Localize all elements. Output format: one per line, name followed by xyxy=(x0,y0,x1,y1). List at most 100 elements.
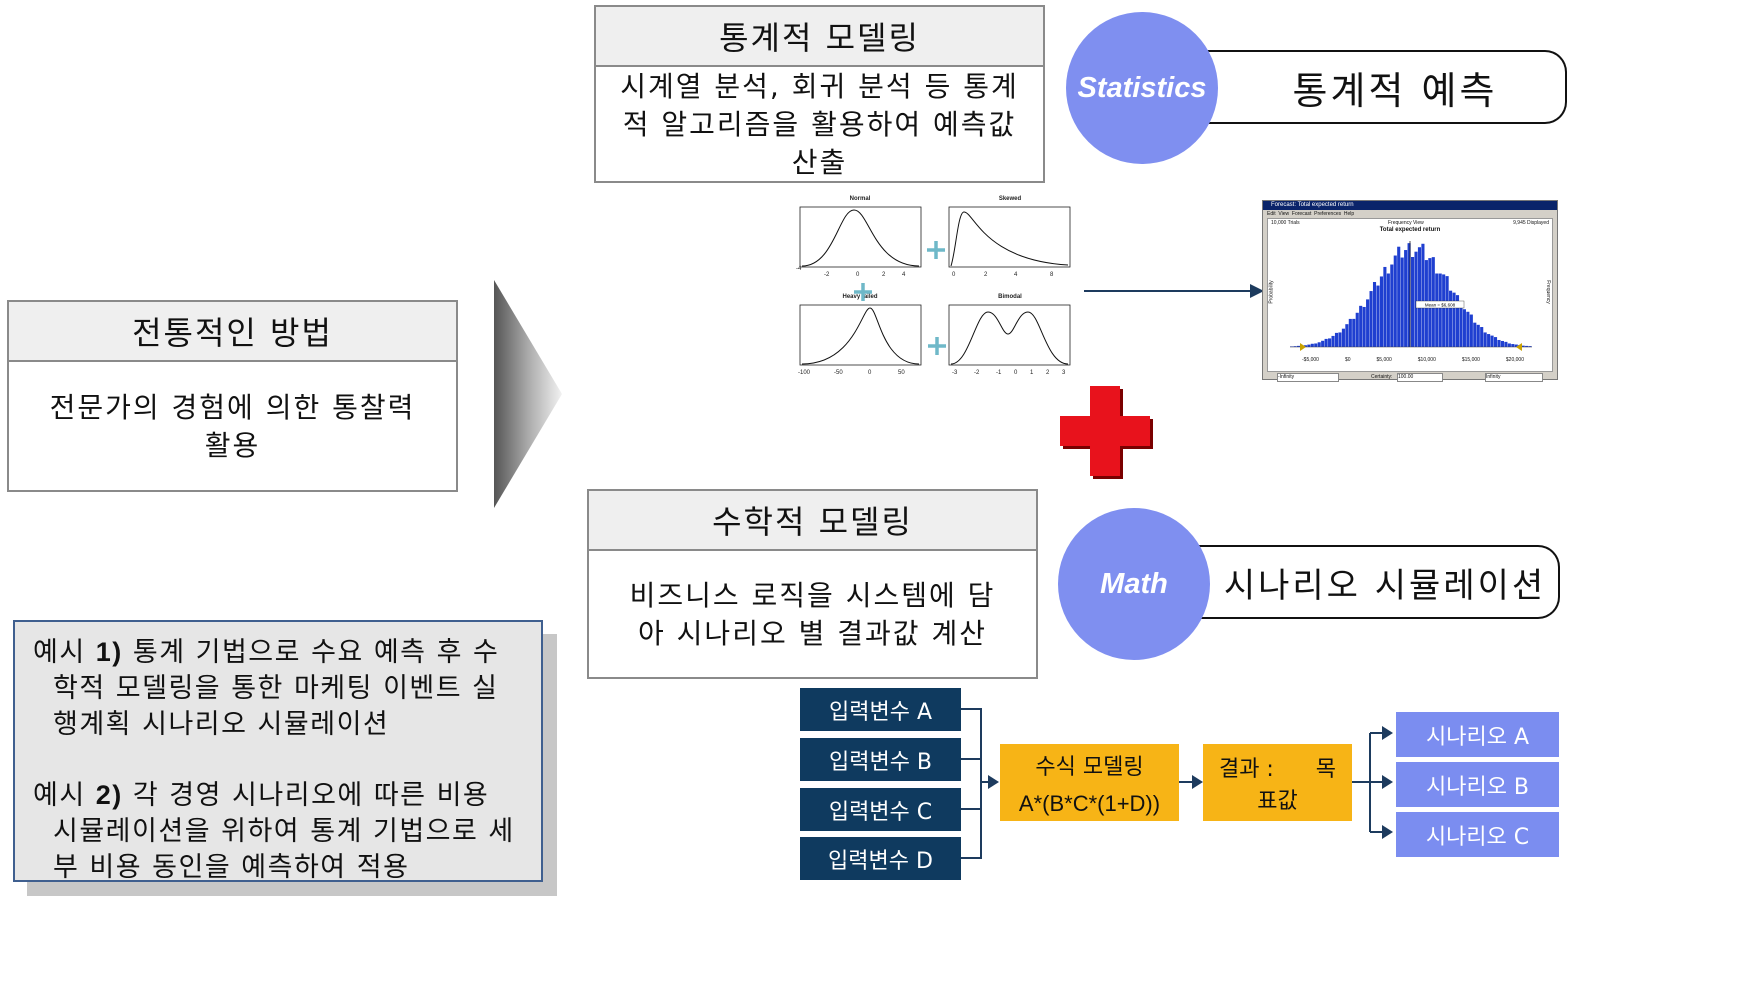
histogram-bar xyxy=(1355,312,1359,347)
forecast-certainty-field[interactable]: 100.00 xyxy=(1397,373,1443,382)
histogram-bar xyxy=(1500,340,1504,347)
histogram-bar xyxy=(1504,341,1508,347)
histogram-bar xyxy=(1514,344,1518,347)
histogram-bar xyxy=(1379,276,1383,347)
red-plus-icon xyxy=(1060,386,1153,479)
histogram-bar xyxy=(1307,344,1311,347)
statistical-forecast-label: 통계적 예측 xyxy=(1195,50,1567,124)
svg-text:-100: -100 xyxy=(798,370,811,376)
forecast-upper-field[interactable]: Infinity xyxy=(1485,373,1543,382)
histogram-bar xyxy=(1404,250,1408,347)
math-modeling-body: 비즈니스 로직을 시스템에 담아 시나리오 별 결과값 계산 xyxy=(629,579,996,650)
histogram-bar xyxy=(1438,273,1442,347)
histogram-bar xyxy=(1414,251,1418,347)
forecast-window-menu: Edit View Forecast Preferences Help xyxy=(1267,211,1355,217)
svg-text:0: 0 xyxy=(1014,370,1018,376)
forecast-x-ticks: -$5,000 $0 $5,000 $10,000 $15,000 $20,00… xyxy=(1302,357,1524,363)
svg-text:2: 2 xyxy=(1046,370,1050,376)
forecast-displayed: 9,945 Displayed xyxy=(1513,220,1549,226)
histogram-bar xyxy=(1397,246,1401,347)
input-variable-a: 입력변수 A xyxy=(800,688,961,731)
input-variable-b: 입력변수 B xyxy=(800,738,961,781)
histogram-bar xyxy=(1490,335,1494,347)
forecast-view: Frequency View xyxy=(1388,220,1424,226)
histogram-bar xyxy=(1445,276,1449,347)
histogram-bar xyxy=(1366,299,1370,347)
histogram-bar xyxy=(1417,247,1422,347)
statistical-modeling-body: 시계열 분석, 회귀 분석 등 통계적 알고리즘을 활용하여 예측값 산출 xyxy=(620,70,1019,179)
histogram-bar xyxy=(1314,343,1318,347)
histogram-bar xyxy=(1348,318,1352,347)
histogram-bar xyxy=(1469,314,1473,347)
histogram-bar xyxy=(1341,328,1345,347)
transition-arrow xyxy=(494,280,562,508)
histogram-bar xyxy=(1449,290,1453,347)
example-2: 예시 2) 각 경영 시나리오에 따른 비용 시뮬레이션을 위하여 통계 기법으… xyxy=(33,780,515,883)
histogram-bar xyxy=(1393,255,1397,347)
svg-text:8: 8 xyxy=(1050,272,1054,278)
svg-text:3: 3 xyxy=(1062,370,1066,376)
histogram-bar xyxy=(1525,345,1529,347)
svg-text:-2: -2 xyxy=(974,370,980,376)
dist-title-heavy: Heavy tailed xyxy=(842,294,877,300)
histogram-bar xyxy=(1507,343,1511,347)
histogram-bar xyxy=(1390,264,1394,347)
histogram-bar xyxy=(1310,343,1314,347)
result-target-box: 결과 : 목 표값 xyxy=(1203,744,1352,821)
dist-title-bimodal: Bimodal xyxy=(998,294,1022,300)
histogram-bar xyxy=(1296,345,1301,347)
forecast-window: Forecast: Total expected return Edit Vie… xyxy=(1262,200,1558,382)
forecast-histogram: Mean = $6,608 xyxy=(1290,241,1532,351)
histogram-bar xyxy=(1359,305,1363,347)
histogram-bar xyxy=(1455,295,1460,347)
histogram-bar xyxy=(1331,335,1335,347)
examples-box: 예시 1) 통계 기법으로 수요 예측 후 수학적 모델링을 통한 마케팅 이벤… xyxy=(13,620,543,883)
histogram-bar xyxy=(1480,327,1484,347)
svg-text:1: 1 xyxy=(1030,370,1034,376)
svg-text:0: 0 xyxy=(952,272,956,278)
forecast-certainty-label: Certainty: xyxy=(1371,374,1393,380)
forecast-mean-label: Mean = $6,608 xyxy=(1425,303,1456,308)
math-modeling-title: 수학적 모델링 xyxy=(589,491,1036,551)
svg-text:-50: -50 xyxy=(834,370,843,376)
statistics-circle: Statistics xyxy=(1066,12,1218,164)
histogram-bar xyxy=(1421,243,1425,347)
histogram-bar xyxy=(1386,273,1390,347)
svg-text:50: 50 xyxy=(898,370,905,376)
svg-text:2: 2 xyxy=(882,272,886,278)
histogram-bar xyxy=(1400,257,1404,347)
histogram-bar xyxy=(1369,291,1373,347)
forecast-footer: -Infinity Certainty: 100.00 Infinity xyxy=(1263,372,1557,382)
histogram-bar xyxy=(1442,274,1446,347)
forecast-chart-title: Total expected return xyxy=(1379,227,1441,233)
histogram-bar xyxy=(1317,342,1321,347)
histogram-bar xyxy=(1376,285,1380,347)
histogram-bar xyxy=(1435,273,1439,347)
histogram-bar xyxy=(1511,344,1515,347)
histogram-bar xyxy=(1452,292,1456,347)
svg-text:-1: -1 xyxy=(996,370,1002,376)
forecast-window-titlebar: Forecast: Total expected return xyxy=(1263,201,1557,210)
histogram-bar xyxy=(1303,345,1307,347)
math-modeling-panel: 수학적 모델링 비즈니스 로직을 시스템에 담아 시나리오 별 결과값 계산 xyxy=(587,489,1038,679)
input-variable-d: 입력변수 D xyxy=(800,837,961,880)
svg-text:-2: -2 xyxy=(824,272,830,278)
histogram-bar xyxy=(1372,282,1377,347)
scenario-b: 시나리오 B xyxy=(1396,762,1559,807)
histogram-bar xyxy=(1521,345,1525,347)
dist-title-normal: Normal xyxy=(850,196,871,202)
forecast-arrow xyxy=(1084,284,1264,298)
histogram-bar xyxy=(1352,318,1356,347)
histogram-bar xyxy=(1362,306,1366,347)
histogram-bar xyxy=(1476,324,1480,347)
forecast-trials: 10,000 Trials xyxy=(1271,220,1300,226)
histogram-bar xyxy=(1466,311,1470,347)
histogram-bar xyxy=(1407,243,1411,347)
histogram-bar xyxy=(1528,346,1532,347)
svg-text:2: 2 xyxy=(984,272,988,278)
histogram-bar xyxy=(1345,324,1349,347)
forecast-lower-field[interactable]: -Infinity xyxy=(1277,373,1339,382)
histogram-bar xyxy=(1473,322,1477,347)
